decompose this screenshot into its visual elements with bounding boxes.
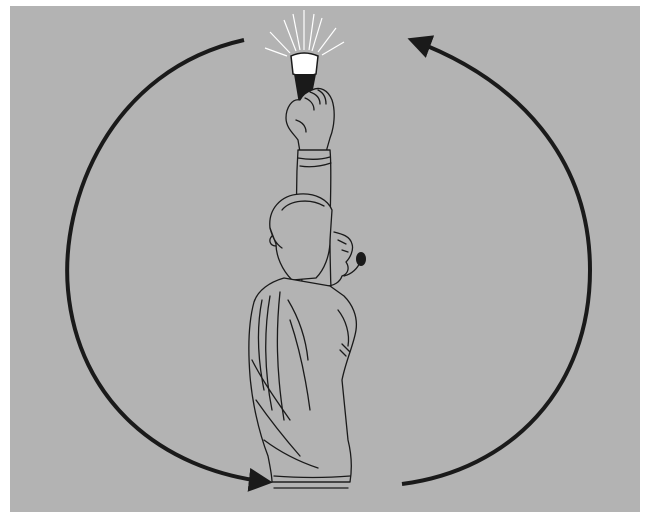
- signal-diagram: [0, 0, 647, 516]
- diagram-canvas: [0, 0, 647, 516]
